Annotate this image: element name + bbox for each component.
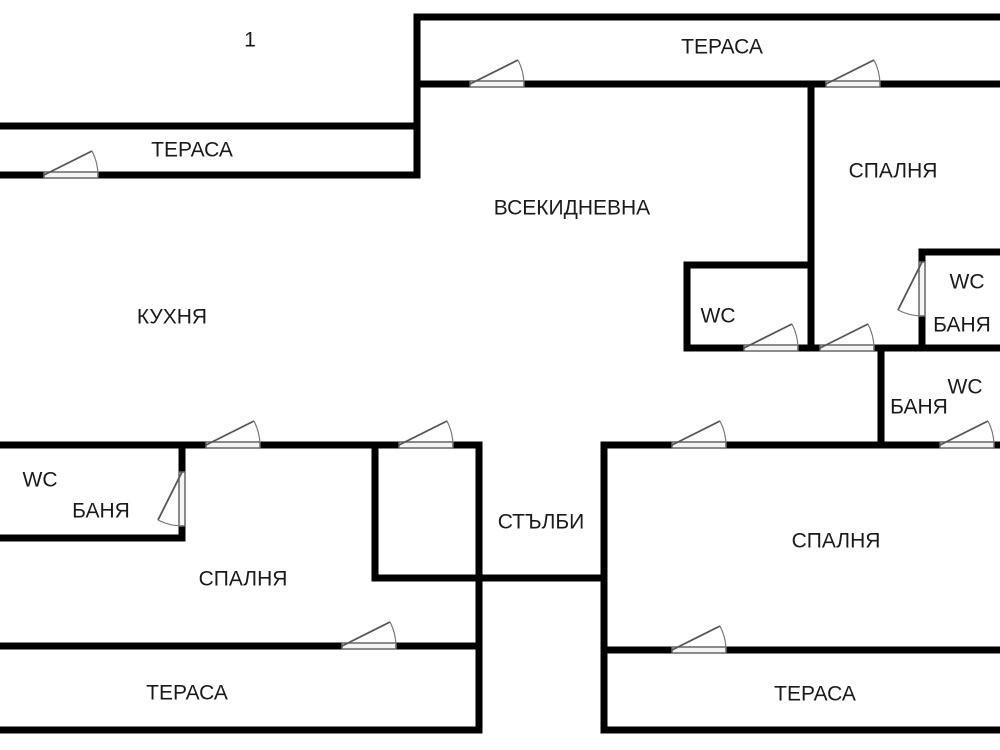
label-wc-right-lower: WC: [948, 376, 983, 399]
door-symbol: [743, 323, 799, 352]
wall-top-terrace: [0, 13, 1000, 130]
door-symbol: [341, 621, 397, 650]
label-wc-left: WC: [23, 469, 58, 492]
wall-bedroom-right: [600, 441, 1000, 734]
label-terrace-bottom-right: ТЕРАСА: [774, 683, 856, 706]
door-symbol: [43, 150, 99, 179]
door-symbol: [157, 471, 186, 527]
door-symbol: [469, 59, 525, 88]
door-symbol: [671, 625, 727, 654]
wall-stairs: [371, 441, 608, 582]
wall-left-terrace: [0, 80, 421, 179]
label-bedroom-left: СПАЛНЯ: [199, 568, 288, 591]
label-kitchen: КУХНЯ: [137, 306, 207, 329]
label-terrace-left: ТЕРАСА: [151, 139, 233, 162]
label-wc-center: WC: [701, 305, 736, 328]
label-bedroom-right: СПАЛНЯ: [792, 530, 881, 553]
door-symbol: [819, 323, 875, 352]
room-labels: 1 ТЕРАСА ТЕРАСА ВСЕКИДНЕВНА СПАЛНЯ КУХНЯ…: [23, 29, 991, 706]
label-bath-right-lower: БАНЯ: [890, 396, 948, 419]
label-terrace-bottom-left: ТЕРАСА: [146, 682, 228, 705]
label-living-room: ВСЕКИДНЕВНА: [494, 197, 650, 220]
doors: [43, 59, 995, 654]
label-bath-left: БАНЯ: [72, 500, 130, 523]
door-symbol: [398, 420, 454, 449]
label-bedroom-top-right: СПАЛНЯ: [849, 160, 938, 183]
label-bath-right-upper: БАНЯ: [933, 314, 991, 337]
door-symbol: [939, 420, 995, 449]
walls: [0, 13, 1000, 734]
door-symbol: [205, 420, 261, 449]
door-symbol: [825, 59, 881, 88]
label-stairs: СТЪЛБИ: [498, 511, 585, 534]
label-terrace-top: ТЕРАСА: [681, 36, 763, 59]
door-symbol: [897, 261, 926, 317]
wall-bath-right-upper: [918, 248, 1000, 266]
label-wc-right-upper: WC: [950, 271, 985, 294]
plan-number: 1: [244, 29, 256, 52]
door-symbol: [671, 420, 727, 449]
